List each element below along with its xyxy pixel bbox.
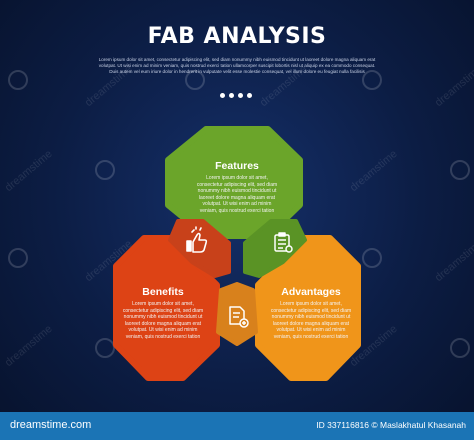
watermark-spiral-icon (95, 160, 115, 180)
advantages-title: Advantages (281, 286, 341, 298)
benefits-title: Benefits (142, 286, 184, 298)
watermark-spiral-icon (362, 70, 382, 90)
footer-bar: dreamstime.com ID 337116816 © Maslakhatu… (0, 412, 474, 440)
watermark-spiral-icon (8, 248, 28, 268)
benefits-text: Lorem ipsum dolor sit amet, consectetur … (122, 301, 204, 341)
watermark-spiral-icon (95, 338, 115, 358)
watermark-spiral-icon (450, 338, 470, 358)
advantages-text: Lorem ipsum dolor sit amet, consectetur … (270, 301, 352, 341)
thumbs-up-icon (186, 226, 208, 253)
benefits-icon-tile (168, 219, 231, 278)
advantages-icon-tile (216, 282, 258, 346)
clipboard-icon (274, 232, 293, 253)
dot (238, 93, 243, 98)
dot (229, 93, 234, 98)
footer-brand: dreamstime.com (10, 419, 92, 431)
features-text: Lorem ipsum dolor sit amet, consectetur … (196, 175, 278, 215)
pagination-dots (220, 92, 254, 100)
features-title: Features (215, 160, 259, 172)
watermark-spiral-icon (185, 70, 205, 90)
watermark-spiral-icon (450, 160, 470, 180)
watermark-spiral-icon (362, 248, 382, 268)
footer-image-id: ID 337116816 © Maslakhatul Khasanah (316, 420, 466, 430)
page-subtitle: Lorem ipsum dolor sit amet, consectetur … (98, 57, 376, 74)
page-title: FAB ANALYSIS (147, 24, 327, 49)
dot (220, 93, 225, 98)
advantages-hexagon (255, 235, 361, 381)
document-add-icon (229, 306, 249, 328)
dot (247, 93, 252, 98)
watermark-spiral-icon (8, 70, 28, 90)
